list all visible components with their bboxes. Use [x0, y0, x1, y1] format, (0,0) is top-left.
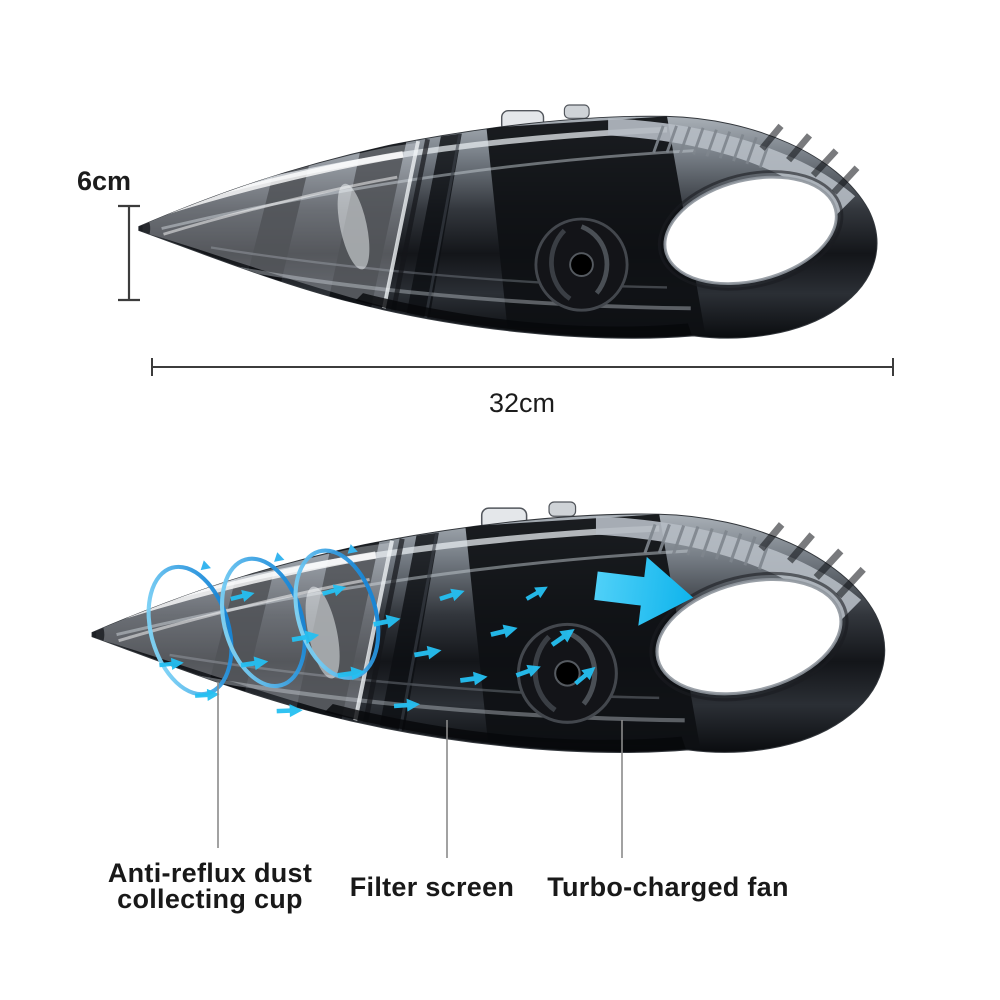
- height-dimension-line: [118, 204, 140, 302]
- height-dimension-label: 6cm: [77, 166, 131, 196]
- dust-cup-label-line2: collecting cup: [117, 884, 303, 914]
- vacuum-body-cutaway: [92, 502, 885, 752]
- callout-lines: [217, 682, 623, 858]
- airflow-spiral-arrowheads: [200, 544, 358, 571]
- length-dimension: 32cm: [151, 358, 894, 418]
- vacuum-top-view: [139, 105, 877, 338]
- filter-screen-label: Filter screen: [350, 872, 514, 902]
- vacuum-cutaway-view: [92, 502, 885, 752]
- airflow-overlay: [146, 544, 694, 718]
- part-labels: Anti-reflux dust collecting cup Filter s…: [108, 858, 789, 914]
- airflow-big-arrow: [594, 556, 694, 626]
- dust-cup-label-line1: Anti-reflux dust: [108, 858, 312, 888]
- turbo-fan-label: Turbo-charged fan: [547, 872, 789, 902]
- length-dimension-line: [151, 358, 894, 376]
- length-dimension-label: 32cm: [489, 388, 555, 418]
- vacuum-body-top: [139, 105, 877, 338]
- height-dimension: 6cm: [77, 166, 140, 302]
